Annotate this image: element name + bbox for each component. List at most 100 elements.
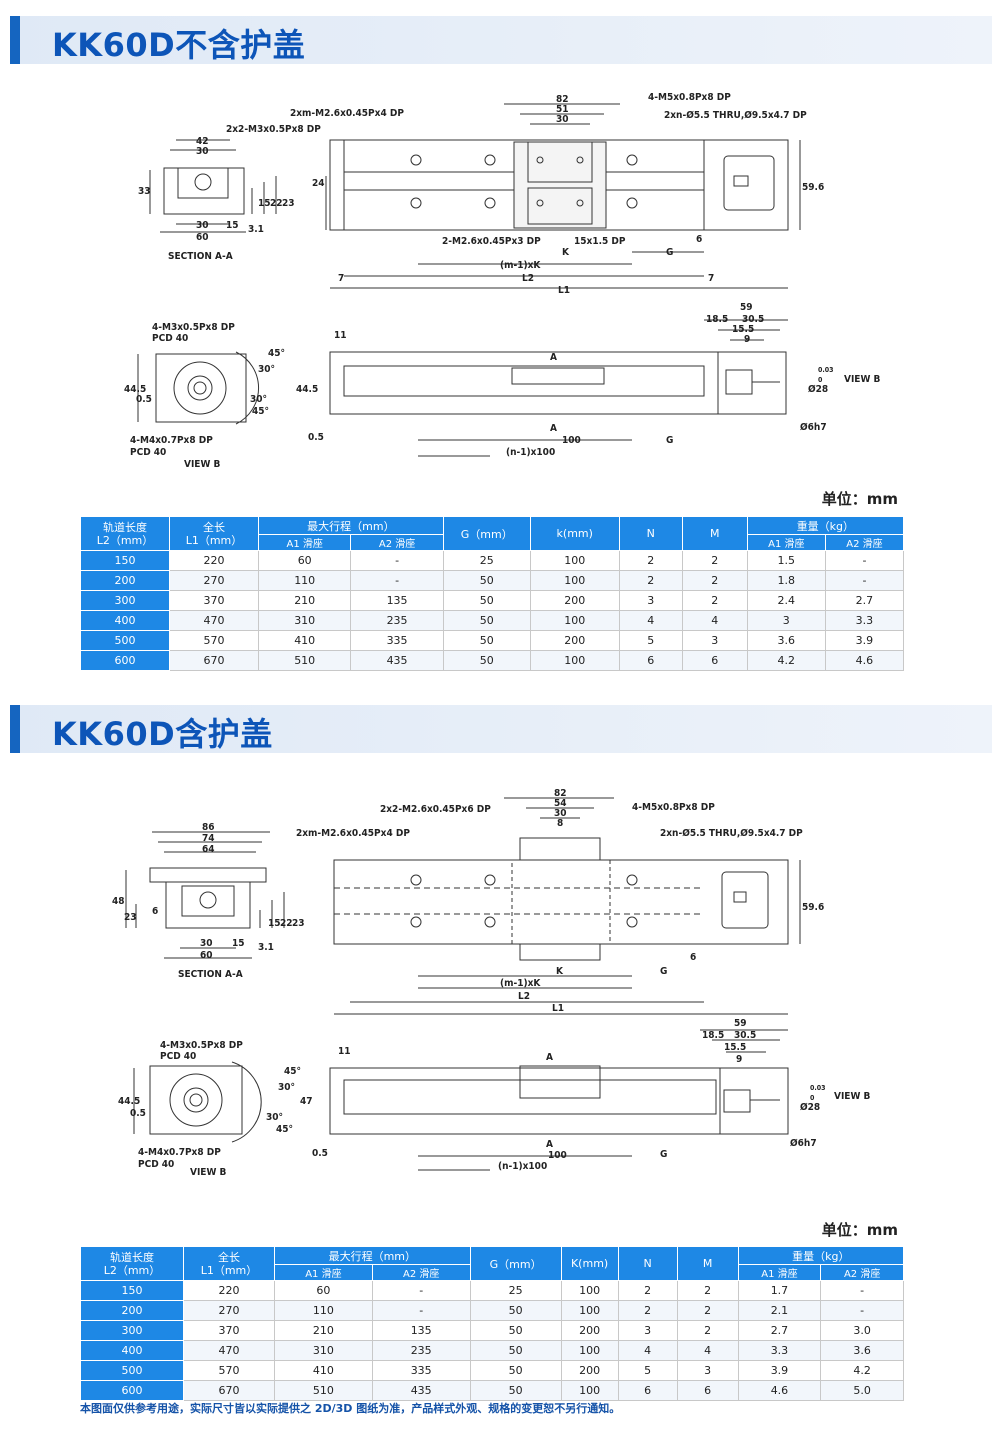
callout-text: 2-M2.6x0.45Px3 DP xyxy=(442,236,541,247)
table-cell: 100 xyxy=(529,610,620,631)
table-cell: 200 xyxy=(80,1300,184,1321)
table-cell: 200 xyxy=(529,590,620,611)
callout-text: 4-M5x0.8Px8 DP xyxy=(632,802,715,813)
header-k: K(mm) xyxy=(560,1246,619,1281)
banner-accent-bar xyxy=(10,705,20,753)
table-cell: 400 xyxy=(80,1340,184,1361)
dim-text: 82 xyxy=(556,94,569,105)
section-profile xyxy=(163,167,245,215)
dim-text: 45° xyxy=(276,1124,293,1135)
label-text: (m-1)xK xyxy=(500,978,541,989)
table-cell: 4 xyxy=(676,1340,739,1361)
header-a1: A1 滑座 xyxy=(274,1264,373,1281)
label-text: (n-1)x100 xyxy=(498,1161,547,1172)
table-cell: 570 xyxy=(169,630,259,651)
table-row: 200 270 110 - 50 100 2 2 1.8 - xyxy=(80,570,905,591)
dim-text: 8 xyxy=(557,818,563,829)
table-cell: 3.3 xyxy=(824,610,905,631)
table-cell: 1.7 xyxy=(737,1280,822,1301)
header-l1: 全长 L1（mm） xyxy=(183,1246,275,1281)
table-row: 300 370 210 135 50 200 3 2 2.4 2.7 xyxy=(80,590,905,611)
dim-text: 64 xyxy=(202,844,215,855)
table-row: 600 670 510 435 50 100 6 6 4.6 5.0 xyxy=(80,1380,904,1401)
section-banner-2: KK60D含护盖 xyxy=(10,705,992,753)
label-text: SECTION A-A xyxy=(178,969,243,980)
table-cell: 210 xyxy=(274,1320,373,1341)
dim-text: 15.5 xyxy=(732,324,754,335)
table-cell: 50 xyxy=(469,1300,562,1321)
table-cell: 2 xyxy=(617,1300,678,1321)
callout-text: PCD 40 xyxy=(160,1051,196,1062)
dim-text: 15.5 xyxy=(724,1042,746,1053)
header-a1: A1 滑座 xyxy=(746,534,826,551)
dim-text: Ø6h7 xyxy=(800,421,827,433)
unit-label: 单位：mm xyxy=(821,1221,898,1239)
label-text: G xyxy=(660,966,667,977)
table-cell: 3 xyxy=(676,1360,739,1381)
dim-text: 0 xyxy=(810,1094,815,1102)
table-cell: 570 xyxy=(183,1360,275,1381)
drawing-labels: SECTION A-A VIEW B VIEW B (m-1)xK L2 L1 … xyxy=(168,247,881,470)
dim-text: 0.03 xyxy=(810,1084,826,1092)
table-cell: 300 xyxy=(80,590,170,611)
dim-text: 15 xyxy=(232,938,245,949)
table-cell: 3 xyxy=(681,630,748,651)
header-n: N xyxy=(618,516,683,551)
header-l1: 全长 L1（mm） xyxy=(169,516,259,551)
dim-text: 0 xyxy=(818,376,823,384)
dim-text: 22 xyxy=(270,198,283,209)
table-cell: - xyxy=(371,1280,471,1301)
table-row: 500 570 410 335 50 200 5 3 3.9 4.2 xyxy=(80,1360,904,1381)
callout-text: 4-M4x0.7Px8 DP xyxy=(138,1147,221,1158)
table-cell: 2 xyxy=(676,1320,739,1341)
label-text: L2 xyxy=(518,991,530,1002)
table-cell: 200 xyxy=(529,630,620,651)
table-cell: 210 xyxy=(257,590,352,611)
header-weight: 重量（kg） xyxy=(746,516,905,535)
table-cell: 435 xyxy=(350,650,444,671)
callout-text: 2xm-M2.6x0.45Px4 DP xyxy=(296,828,410,839)
dim-text: Ø6h7 xyxy=(790,1137,817,1149)
table-cell: 50 xyxy=(442,650,531,671)
side-view-body xyxy=(329,1067,789,1135)
header-a2: A2 滑座 xyxy=(824,534,905,551)
header-stroke: 最大行程（mm） xyxy=(258,516,444,535)
table-cell: - xyxy=(350,570,444,591)
dim-text: 23 xyxy=(124,912,137,923)
callout-text: 2xn-Ø5.5 THRU,Ø9.5x4.7 DP xyxy=(660,827,803,839)
table-row: 150 220 60 - 25 100 2 2 1.5 - xyxy=(80,550,905,571)
callout-text: 4-M3x0.5Px8 DP xyxy=(152,322,235,333)
dim-text: 3.1 xyxy=(258,942,274,953)
table-cell: 100 xyxy=(560,1300,619,1321)
table-cell: 2 xyxy=(681,590,748,611)
header-g: G（mm） xyxy=(469,1246,562,1281)
table-row: 400 470 310 235 50 100 4 4 3.3 3.6 xyxy=(80,1340,904,1361)
callout-text: PCD 40 xyxy=(130,447,166,458)
table-cell: 3.9 xyxy=(824,630,905,651)
callout-text: 2x2-M3x0.5Px8 DP xyxy=(226,124,321,135)
dim-text: 3.1 xyxy=(248,224,264,235)
table-cell: 600 xyxy=(80,650,170,671)
table-cell: 220 xyxy=(183,1280,275,1301)
table-cell: 50 xyxy=(442,570,531,591)
table-cell: 150 xyxy=(80,550,170,571)
dim-text: 48 xyxy=(112,896,125,907)
header-a2: A2 滑座 xyxy=(350,534,444,551)
callout-text: 4-M4x0.7Px8 DP xyxy=(130,435,213,446)
section-title: KK60D不含护盖 xyxy=(52,26,306,64)
label-text: K xyxy=(562,247,570,258)
table-cell: 200 xyxy=(560,1360,619,1381)
table-row: 600 670 510 435 50 100 6 6 4.2 4.6 xyxy=(80,650,905,671)
dim-text: 30 xyxy=(196,220,209,231)
callout-text: 15x1.5 DP xyxy=(574,236,626,247)
callout-text: PCD 40 xyxy=(152,333,188,344)
dim-text: 45° xyxy=(268,348,285,359)
label-text: VIEW B xyxy=(834,1091,871,1102)
dim-text: 11 xyxy=(334,330,347,341)
dim-text: 44.5 xyxy=(118,1096,140,1107)
footer-note: 本图面仅供参考用途，实际尺寸皆以实际提供之 2D/3D 图纸为准，产品样式外观、… xyxy=(80,1402,621,1415)
table-row: 300 370 210 135 50 200 3 2 2.7 3.0 xyxy=(80,1320,904,1341)
dim-text: 59 xyxy=(734,1018,747,1029)
table-cell: 670 xyxy=(183,1380,275,1401)
header-l2: 轨道长度 L2（mm） xyxy=(80,1246,184,1281)
